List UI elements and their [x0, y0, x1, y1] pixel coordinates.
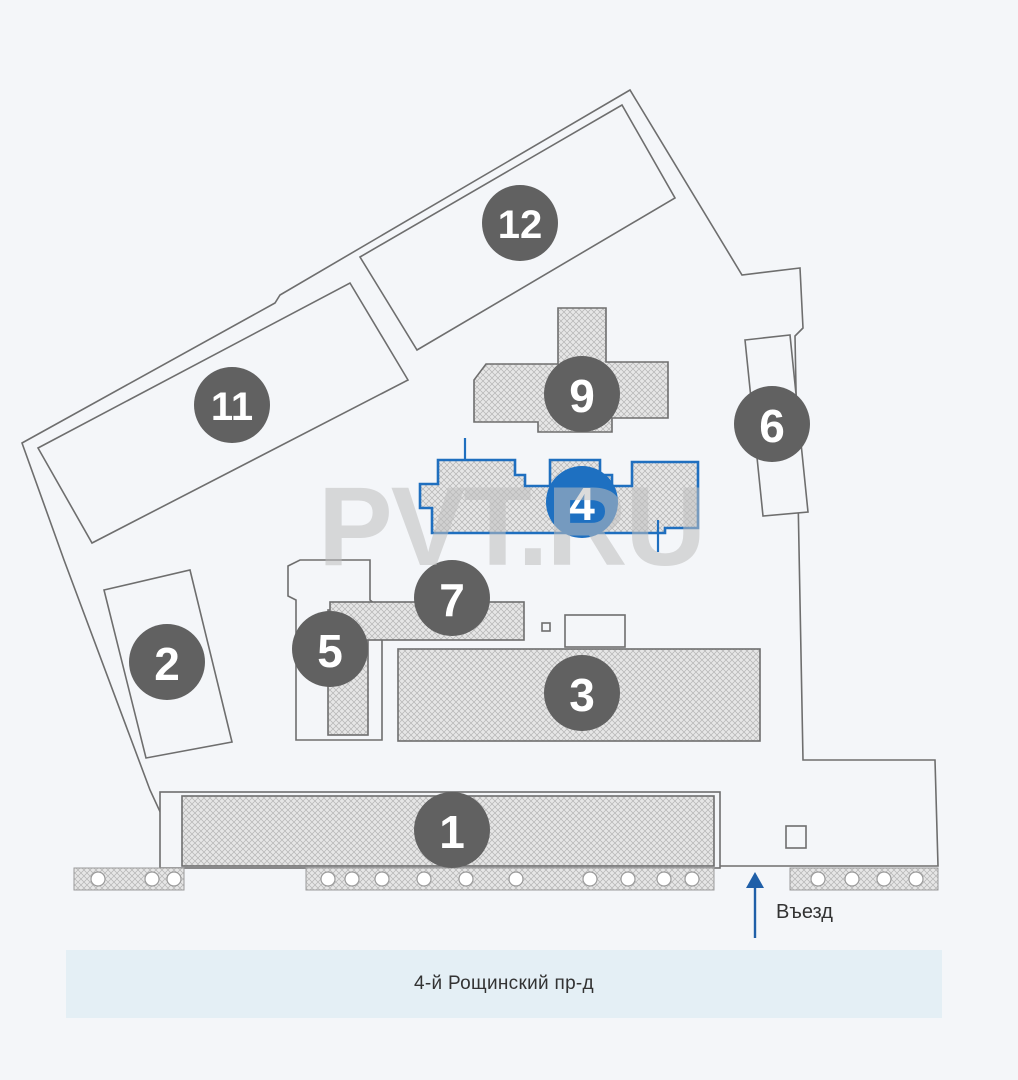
vehicle-wheels	[90, 871, 924, 887]
small-structure	[541, 622, 551, 632]
marker-1[interactable]: 1	[414, 792, 490, 868]
marker-6[interactable]: 6	[734, 386, 810, 462]
entry-arrow-icon	[746, 872, 764, 938]
marker-11-label: 11	[211, 385, 253, 429]
annex-box	[564, 614, 626, 648]
marker-11[interactable]: 11	[194, 367, 270, 443]
marker-5-label: 5	[317, 625, 343, 677]
marker-9-label: 9	[569, 370, 595, 422]
marker-4-label: 4	[569, 478, 595, 530]
street-label: 4-й Рощинский пр-д	[414, 973, 594, 994]
marker-12[interactable]: 12	[482, 185, 558, 261]
entry-label: Въезд	[776, 901, 833, 923]
marker-7[interactable]: 7	[414, 560, 490, 636]
marker-3[interactable]: 3	[544, 655, 620, 731]
guard-box	[785, 825, 807, 849]
marker-9[interactable]: 9	[544, 356, 620, 432]
marker-7-label: 7	[439, 574, 465, 626]
rail-strip-right	[789, 867, 939, 891]
marker-6-label: 6	[759, 400, 785, 452]
marker-1-label: 1	[439, 806, 465, 858]
marker-2[interactable]: 2	[129, 624, 205, 700]
marker-4[interactable]: 4	[546, 466, 618, 538]
marker-12-label: 12	[498, 203, 543, 247]
marker-2-label: 2	[154, 638, 180, 690]
street-bar: 4-й Рощинский пр-д	[66, 950, 942, 1018]
marker-3-label: 3	[569, 669, 595, 721]
marker-5[interactable]: 5	[292, 611, 368, 687]
